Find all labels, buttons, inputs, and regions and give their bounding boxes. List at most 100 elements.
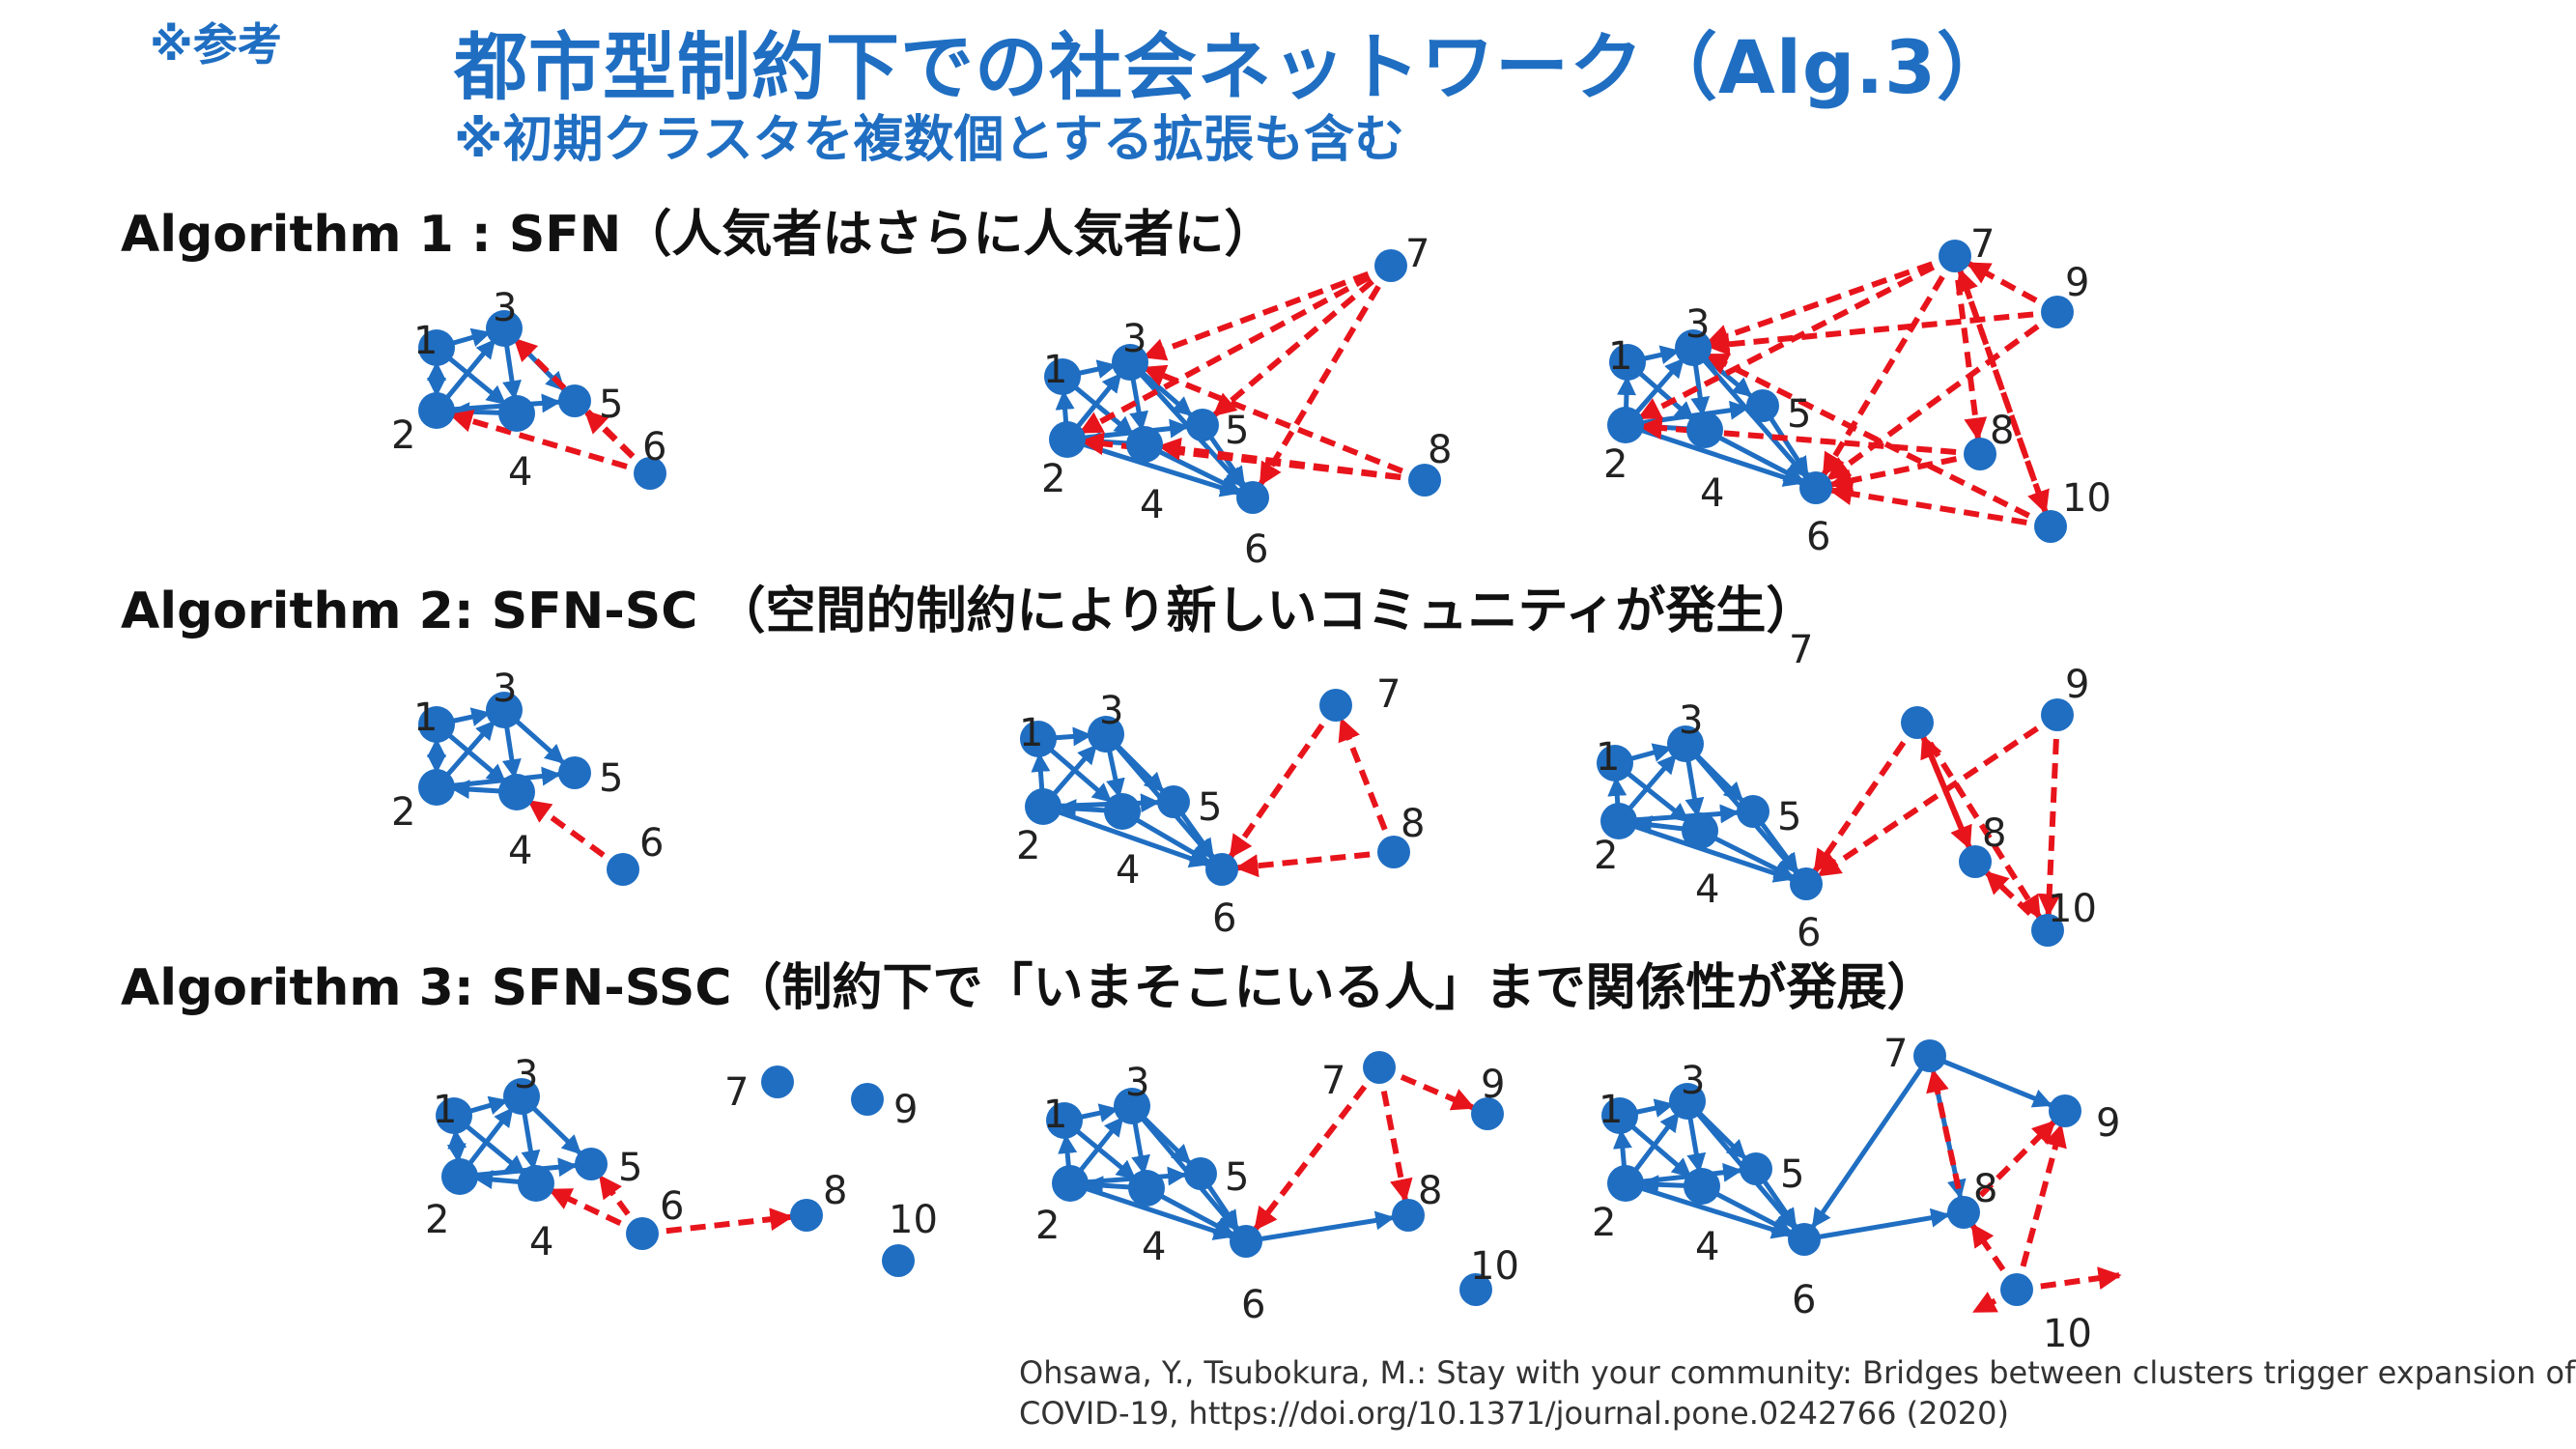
node-label-9: 9 bbox=[1481, 1063, 1505, 1107]
node-label-8: 8 bbox=[1428, 428, 1452, 472]
node-3 bbox=[503, 1078, 540, 1115]
node-6 bbox=[1205, 853, 1238, 886]
node-label-10: 10 bbox=[889, 1198, 938, 1242]
node-7 bbox=[1901, 706, 1934, 739]
node-label-2: 2 bbox=[425, 1198, 449, 1242]
node-5 bbox=[1746, 389, 1779, 422]
solid-edge bbox=[1929, 1053, 2053, 1108]
dashed-edge bbox=[1212, 263, 1393, 417]
node-6 bbox=[634, 457, 666, 490]
dashed-edge bbox=[2037, 714, 2061, 918]
node-label-3: 3 bbox=[1122, 317, 1146, 361]
dashed-edge bbox=[526, 798, 625, 872]
section-title-algorithm-1: Algorithm 1 : SFN（人気者はさらに人気者に） bbox=[121, 206, 1275, 264]
citation-line-2: COVID-19, https://doi.org/10.1371/journa… bbox=[1019, 1395, 2009, 1432]
reference-mark: ※参考 bbox=[150, 18, 282, 71]
node-label-10: 10 bbox=[2048, 887, 2097, 931]
node-label-4: 4 bbox=[529, 1220, 553, 1264]
node-label-8: 8 bbox=[1982, 811, 2006, 856]
node-label-9: 9 bbox=[2065, 261, 2089, 305]
node-label-7: 7 bbox=[1376, 672, 1401, 717]
node-8 bbox=[1392, 1199, 1425, 1232]
dashed-edge bbox=[1637, 253, 1957, 421]
node-label-3: 3 bbox=[493, 667, 517, 711]
node-6 bbox=[1788, 1223, 1821, 1256]
node-label-2: 2 bbox=[391, 790, 415, 835]
solid-edge bbox=[1069, 1180, 1233, 1240]
node-label-3: 3 bbox=[514, 1053, 538, 1097]
node-label-6: 6 bbox=[1792, 1278, 1816, 1322]
node-label-7: 7 bbox=[1405, 232, 1430, 276]
node-label-4: 4 bbox=[1700, 471, 1724, 516]
node-3 bbox=[1088, 716, 1124, 753]
node-label-4: 4 bbox=[508, 829, 532, 873]
node-label-4: 4 bbox=[1116, 848, 1140, 893]
node-1 bbox=[1020, 721, 1057, 757]
node-10 bbox=[882, 1244, 915, 1277]
node-8 bbox=[1947, 1196, 1980, 1229]
dashed-edge bbox=[1377, 1065, 1476, 1111]
node-4 bbox=[1104, 793, 1141, 830]
dashed-edge bbox=[1961, 1120, 2056, 1215]
node-8 bbox=[1377, 836, 1410, 868]
node-label-1: 1 bbox=[433, 1088, 457, 1132]
node-1 bbox=[418, 329, 455, 366]
node-2 bbox=[1025, 788, 1062, 825]
node-label-8: 8 bbox=[1973, 1167, 1997, 1211]
dashed-edge bbox=[1956, 268, 2053, 528]
dashed-edge bbox=[1914, 721, 2043, 920]
dashed-edge bbox=[1828, 482, 2052, 529]
dashed-edge bbox=[548, 1187, 644, 1236]
node-label-6: 6 bbox=[642, 425, 666, 469]
dashed-edge bbox=[1638, 416, 1981, 457]
node-label-6: 6 bbox=[1212, 896, 1236, 941]
node-label-9: 9 bbox=[893, 1088, 918, 1132]
node-label-3: 3 bbox=[1681, 1059, 1705, 1103]
node-label-1: 1 bbox=[1043, 348, 1067, 392]
dashed-edge bbox=[1817, 712, 2059, 878]
dashed-edge bbox=[2014, 1123, 2067, 1291]
node-label-8: 8 bbox=[1990, 409, 2014, 453]
node-label-10: 10 bbox=[2043, 1312, 2092, 1356]
node-label-5: 5 bbox=[1198, 785, 1222, 830]
node-label-1: 1 bbox=[413, 696, 438, 740]
solid-edge bbox=[1245, 1210, 1396, 1244]
node-label-6: 6 bbox=[1797, 911, 1821, 955]
dashed-edge bbox=[1705, 253, 1956, 347]
node-label-9: 9 bbox=[2096, 1101, 2120, 1146]
node-1 bbox=[1597, 745, 1633, 781]
node-5 bbox=[1184, 1157, 1217, 1190]
node-5 bbox=[1737, 795, 1769, 828]
node-label-7: 7 bbox=[1970, 222, 1995, 267]
node-2 bbox=[418, 769, 455, 806]
solid-edge bbox=[1625, 1180, 1792, 1239]
node-8 bbox=[790, 1199, 823, 1232]
solid-edge bbox=[1042, 804, 1209, 868]
node-7 bbox=[1319, 689, 1352, 722]
dashed-edge bbox=[1966, 261, 2059, 315]
solid-edge bbox=[436, 766, 562, 790]
node-label-1: 1 bbox=[1608, 334, 1632, 379]
dashed-edge bbox=[1258, 264, 1394, 487]
node-label-3: 3 bbox=[493, 286, 517, 330]
node-label-5: 5 bbox=[1225, 1155, 1249, 1200]
node-label-2: 2 bbox=[1035, 1204, 1060, 1248]
node-6 bbox=[1230, 1225, 1262, 1258]
node-6 bbox=[626, 1217, 659, 1250]
node-label-2: 2 bbox=[1041, 457, 1065, 501]
node-label-10: 10 bbox=[2062, 476, 2111, 521]
solid-edge bbox=[436, 393, 562, 413]
node-label-2: 2 bbox=[1603, 442, 1628, 487]
solid-edge bbox=[1069, 1166, 1188, 1186]
node-label-5: 5 bbox=[599, 756, 623, 801]
node-3 bbox=[486, 692, 523, 728]
node-2 bbox=[1607, 1165, 1644, 1202]
node-label-5: 5 bbox=[618, 1146, 642, 1190]
node-1 bbox=[1044, 358, 1081, 395]
node-label-3: 3 bbox=[1679, 698, 1703, 743]
node-9 bbox=[2049, 1094, 2081, 1127]
node-7 bbox=[1363, 1051, 1396, 1084]
solid-edge bbox=[1618, 818, 1794, 883]
node-label-4: 4 bbox=[508, 450, 532, 495]
node-label-4: 4 bbox=[1142, 1225, 1166, 1269]
